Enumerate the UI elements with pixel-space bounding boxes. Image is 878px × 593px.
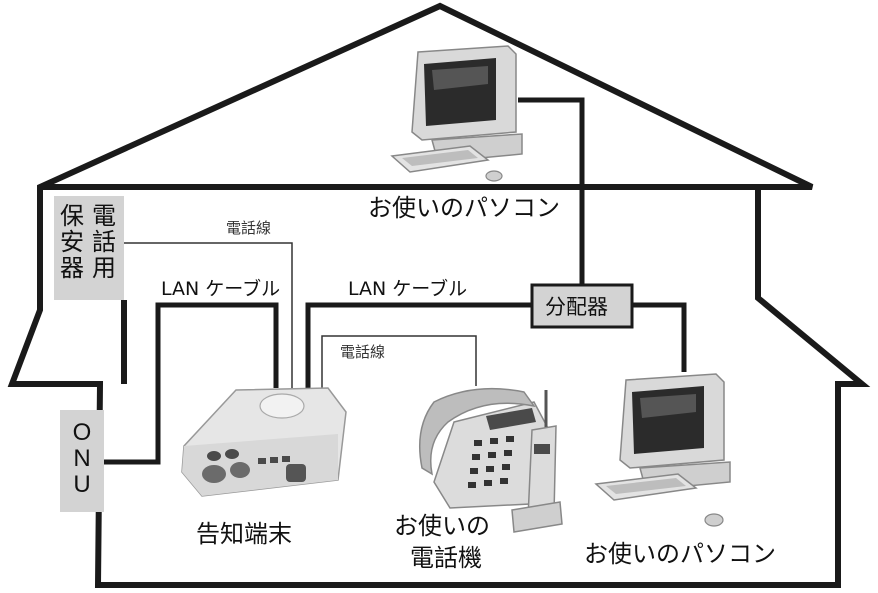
pc-icon: [594, 373, 731, 527]
lan-cable-splitter-to-right-pc: [632, 302, 687, 372]
protector-label-col2: 電話用: [92, 202, 116, 282]
terminal-icon: [181, 387, 347, 497]
lan-cable-label-left: LAN ケーブル: [161, 277, 280, 300]
lan-cable-onu-to-terminal: [104, 302, 279, 465]
telephone-icon: [419, 387, 551, 509]
terminal-label: 告知端末: [196, 520, 292, 548]
pc-icon: [390, 45, 523, 182]
lan-cable-label-right: LAN ケーブル: [348, 277, 467, 300]
protector-label-col1: 保安器: [60, 202, 84, 282]
telephone-protector: 保安器 電話用: [54, 196, 124, 300]
phone-label-line2: 電話機: [410, 544, 482, 572]
phone-label-line1: お使いの: [394, 512, 490, 540]
cordless-handset-icon: [511, 390, 563, 533]
lan-cable-terminal-to-splitter: [305, 302, 532, 388]
phone-line-terminal-to-phone: [321, 335, 477, 400]
pc-top-label: お使いのパソコン: [368, 194, 560, 222]
phone-line-label-top: 電話線: [226, 219, 271, 237]
phone-line-protector-to-terminal: [124, 242, 293, 388]
splitter-label: 分配器: [545, 295, 608, 319]
splitter-box: 分配器: [530, 283, 634, 329]
phone-line-label-mid: 電話線: [340, 343, 385, 361]
lan-cable-splitter-to-top-pc: [518, 97, 585, 285]
pc-right-label: お使いのパソコン: [584, 540, 776, 568]
